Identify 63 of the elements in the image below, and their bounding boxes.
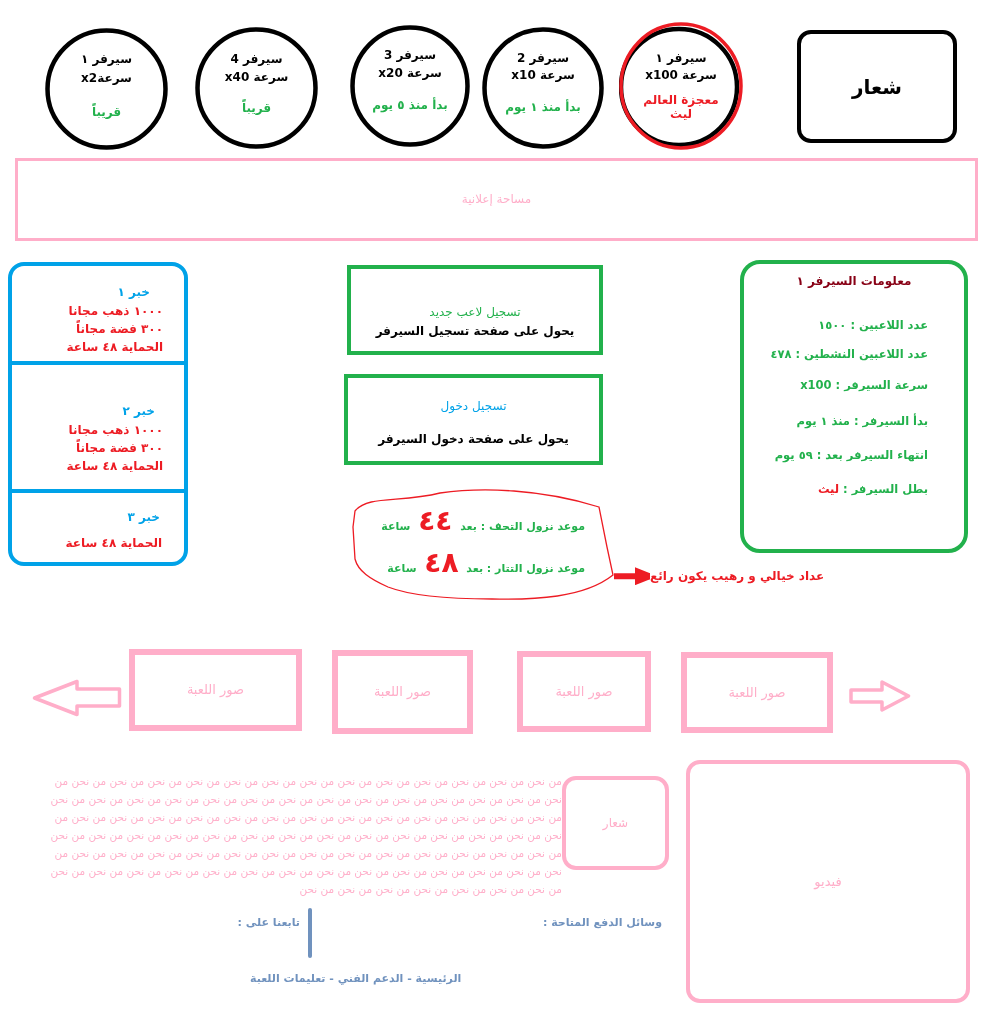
news-line: الحماية ٤٨ ساعة bbox=[65, 536, 162, 551]
video-frame bbox=[686, 760, 970, 1003]
image-frame bbox=[517, 651, 651, 732]
image-frame bbox=[332, 650, 473, 734]
label-frame bbox=[797, 30, 957, 143]
action-panel bbox=[347, 265, 603, 355]
info-row: عدد اللاعبين : ١٥٠٠ bbox=[818, 319, 928, 333]
frame-label: شعار bbox=[852, 74, 902, 99]
note-text: عداد خيالي و رهيب يكون رائع bbox=[650, 569, 825, 584]
image-caption: صور اللعبة bbox=[373, 684, 432, 700]
panel-title: تسجيل لاعب جديد bbox=[429, 305, 521, 320]
server-speed: سرعة x10 bbox=[511, 68, 575, 83]
action-panel bbox=[344, 374, 603, 465]
news-line: ١٠٠٠ ذهب مجانا bbox=[68, 304, 163, 319]
news-title: خبر ٢ bbox=[122, 404, 155, 419]
news-panel bbox=[8, 262, 188, 566]
payment-methods-text: وسائل الدفع المتاحة : bbox=[542, 916, 662, 929]
info-row: بدأ السيرفر : منذ ١ يوم bbox=[796, 415, 928, 429]
panel-title: تسجيل دخول bbox=[440, 399, 507, 414]
news-title: خبر ٣ bbox=[127, 510, 160, 525]
about-text: من نحن من نحن من نحن من نحن من نحن من نحن من نحن من نحن من نحن من نحن من نحن من نحن من نحن من نحن من نحن من نحن من نحن من نحن من نحن من نحن من نحن من نحن من نحن من نحن من نحن من نحن من نحن من نحن من نحن من نحن من نحن من نحن من نحن من نحن من نحن من نحن من نحن من نحن من نحن من نحن من نحن من نحن من نحن من نحن من نحن من نحن من نحن من نحن من نحن من نحن من نحن من نحن من نحن من نحن من نحن من نحن من نحن من نحن من نحن من نحن من نحن من نحن من نحن من نحن من نحن من نحن من نحن من نحن من نحن من نحن من نحن من نحن من نحن من نحن من نحن من نحن من نحن من نحن من نحن من نحن من نحن من نحن من نحن من نحن من نحن من نحن من نحن من نحن bbox=[49, 774, 562, 898]
news-line: ٣٠٠ فضة مجاناً bbox=[76, 441, 163, 456]
server-info-panel bbox=[740, 260, 968, 553]
news-line: الحماية ٤٨ ساعة bbox=[66, 459, 163, 474]
server-status: قريباً bbox=[241, 101, 272, 116]
ad-label: مساحة إعلانية bbox=[461, 192, 532, 207]
server-status: بدأ منذ ٥ يوم bbox=[372, 98, 448, 113]
server-name: سيرفر 3 bbox=[384, 48, 436, 63]
server-speed: سرعة x20 bbox=[378, 66, 442, 81]
info-row: عدد اللاعبين النشطين : ٤٧٨ bbox=[770, 348, 928, 362]
info-row: بطل السيرفر : ليث bbox=[817, 483, 928, 497]
info-row: انتهاء السيرفر بعد : ٥٩ يوم bbox=[774, 449, 928, 463]
news-line: ٣٠٠ فضة مجاناً bbox=[76, 322, 163, 337]
video-caption: فيديو bbox=[814, 873, 842, 890]
countdown-text: موعد نزول التتار : بعد ٤٨ ساعة bbox=[387, 547, 585, 581]
ad-banner bbox=[15, 158, 978, 241]
server-status: بدأ منذ ١ يوم bbox=[505, 100, 581, 115]
panel-description: يحول على صفحة دخول السيرفر bbox=[378, 432, 569, 447]
server-status: معجزة العالم ليث bbox=[642, 93, 720, 122]
image-frame bbox=[129, 649, 302, 731]
countdown-text: موعد نزول التحف : بعد ٤٤ ساعة bbox=[381, 505, 585, 539]
frame-label: شعار bbox=[602, 815, 629, 831]
news-title: خبر ١ bbox=[117, 285, 150, 300]
image-frame bbox=[681, 652, 833, 733]
server-status: قريباً bbox=[91, 105, 122, 120]
label-frame bbox=[562, 776, 669, 870]
panel-heading: معلومات السيرفر ١ bbox=[796, 274, 912, 289]
server-speed: سرعة x100 bbox=[645, 68, 717, 83]
server-name: سيرفر 2 bbox=[517, 51, 569, 66]
image-caption: صور اللعبة bbox=[186, 682, 245, 698]
footer-links: الرئيسية - الدعم الفني - تعليمات اللعبة bbox=[250, 972, 462, 985]
server-speed: سرعة x40 bbox=[224, 70, 289, 85]
image-caption: صور اللعبة bbox=[555, 683, 613, 700]
info-row: سرعة السيرفر : x100 bbox=[800, 379, 928, 393]
server-name: سيرفر ١ bbox=[655, 51, 707, 66]
panel-description: يحول على صفحة تسجيل السيرفر bbox=[375, 324, 575, 339]
image-caption: صور اللعبة bbox=[728, 684, 786, 701]
follow-us-text: تابعنا على : bbox=[237, 916, 300, 929]
news-line: ١٠٠٠ ذهب مجانا bbox=[68, 423, 163, 438]
news-line: الحماية ٤٨ ساعة bbox=[66, 340, 163, 355]
server-speed: سرعةx2 bbox=[81, 71, 132, 86]
server-name: سيرفر 4 bbox=[230, 52, 283, 67]
server-name: سيرفر ١ bbox=[81, 52, 132, 67]
